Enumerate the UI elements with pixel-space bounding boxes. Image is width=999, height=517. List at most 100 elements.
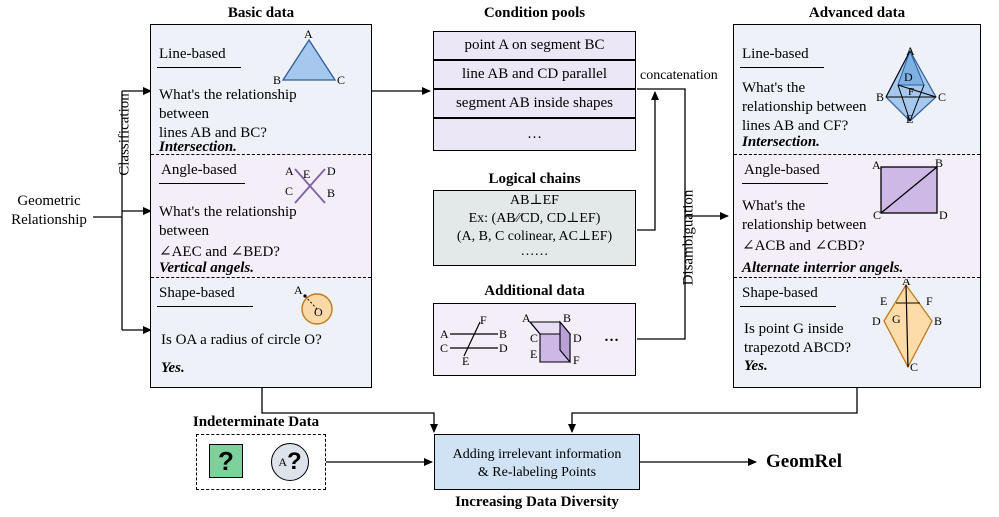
fig-label: E	[303, 167, 310, 181]
fig-label: B	[563, 311, 571, 325]
cube-figure: A B C D E F	[522, 311, 582, 367]
fig-label: C	[285, 184, 293, 198]
fig-label: B	[934, 314, 942, 328]
fig-label: D	[939, 208, 948, 221]
fig-label: D	[327, 164, 336, 178]
chain-line: (A, B, C colinear, AC⊥EF)	[456, 229, 613, 244]
fig-label: D	[904, 70, 913, 84]
crossing-lines-figure: A D E C B	[285, 164, 336, 204]
fig-label: B	[499, 327, 507, 341]
basic-line-tag: Line-based	[159, 46, 226, 62]
fig-label: C	[530, 331, 538, 345]
pyramid-figure: A D B C F E	[876, 45, 946, 125]
concatenation-label: concatenation	[640, 68, 718, 83]
square-figure: A B C D	[872, 159, 948, 221]
indeterminate-panel: ? A?	[196, 434, 326, 490]
pool-item: point A on segment BC	[433, 31, 636, 60]
question-square-icon: ?	[209, 444, 243, 478]
fig-label: B	[876, 90, 884, 104]
advanced-shape-answer: Yes.	[744, 358, 768, 374]
chains-title: Logical chains	[488, 171, 581, 187]
fig-label: A	[304, 28, 313, 41]
advanced-shape-tag-underline	[740, 306, 836, 307]
fig-label: A	[906, 45, 915, 58]
fig-label: D	[499, 341, 508, 355]
basic-angle-tag: Angle-based	[161, 162, 237, 178]
advanced-angle-tag-underline	[742, 183, 828, 184]
basic-panel: Line-based A B C What's the relationship…	[150, 24, 372, 388]
advanced-title: Advanced data	[808, 5, 906, 21]
fig-label: A	[294, 283, 303, 297]
output-label: GeomRel	[766, 451, 842, 472]
disambiguation-label: Disambiguation	[680, 189, 697, 286]
parallel-lines-figure: A B C D F E	[440, 313, 508, 366]
chain-line: AB⊥EF	[510, 193, 559, 208]
advanced-separator-2	[734, 277, 980, 278]
basic-separator-2	[151, 277, 371, 278]
fig-label: E	[462, 354, 469, 366]
chain-line: ……	[520, 244, 549, 259]
basic-angle-answer: Vertical angels.	[159, 260, 255, 276]
pool-item: …	[433, 118, 636, 151]
indeterminate-title: Indeterminate Data	[192, 414, 320, 430]
question-circle-icon: A?	[271, 443, 309, 481]
arrow-basic-diversity	[261, 388, 438, 433]
fig-label: F	[480, 313, 487, 327]
basic-title: Basic data	[227, 5, 295, 21]
fig-label: C	[938, 90, 946, 104]
fig-label: F	[573, 353, 580, 367]
fig-label: E	[530, 347, 537, 361]
fig-label: A	[440, 327, 449, 341]
fig-label: E	[880, 294, 887, 308]
classification-label: Classification	[116, 93, 133, 176]
diversity-box: Adding irrelevant information & Re-label…	[434, 434, 640, 490]
basic-separator-1	[151, 154, 371, 155]
kite-figure: A E F D G B C	[872, 279, 942, 374]
arrow-to-advanced	[637, 88, 729, 220]
fig-label: B	[327, 186, 335, 200]
additional-panel: A B C D F E A B C D E F …	[433, 303, 636, 376]
fig-label: G	[892, 312, 901, 326]
fig-label: C	[873, 208, 881, 221]
basic-line-question: What's the relationship between lines AB…	[159, 87, 297, 141]
fig-label: E	[906, 112, 913, 125]
arrow-advanced-diversity	[568, 388, 858, 433]
fig-label: D	[872, 314, 881, 328]
fig-label: A	[902, 279, 911, 288]
basic-line-answer: Intersection.	[159, 139, 237, 155]
advanced-line-answer: Intersection.	[742, 134, 820, 150]
chain-line: Ex: (AB∕∕CD, CD⊥EF)	[468, 211, 601, 226]
fig-label: A	[872, 159, 881, 172]
fig-label: B	[273, 73, 281, 87]
advanced-angle-tag: Angle-based	[744, 162, 820, 178]
fig-label: C	[910, 360, 918, 374]
basic-angle-question: What's the relationship between ∠AEC and…	[159, 204, 297, 260]
advanced-line-question: What's the relationship between lines AB…	[742, 80, 867, 134]
fig-label: A	[285, 164, 294, 178]
fig-label: F	[908, 86, 914, 98]
pool-item: segment AB inside shapes	[433, 89, 636, 118]
additional-title: Additional data	[484, 283, 585, 299]
fig-label: C	[440, 341, 448, 355]
fig-label: O	[314, 305, 323, 319]
basic-angle-bg	[151, 155, 371, 277]
basic-shape-tag: Shape-based	[159, 285, 235, 301]
advanced-line-tag-underline	[740, 67, 824, 68]
fig-label: D	[573, 331, 582, 345]
basic-shape-question: Is OA a radius of circle O?	[161, 332, 322, 348]
basic-shape-answer: Yes.	[161, 360, 185, 376]
connector-additional	[637, 216, 686, 340]
fig-label: F	[926, 294, 933, 308]
diversity-line: & Re-labeling Points	[477, 465, 597, 480]
chains-panel: AB⊥EF Ex: (AB∕∕CD, CD⊥EF) (A, B, C colin…	[433, 190, 636, 266]
circle-figure: A O	[294, 283, 333, 325]
diversity-caption: Increasing Data Diversity	[455, 494, 619, 510]
arrow-chains-concat	[637, 91, 659, 231]
advanced-angle-question: What's the relationship between ∠ACB and…	[742, 198, 867, 254]
advanced-panel: Line-based A D B C F E What's the relati…	[733, 24, 981, 388]
basic-angle-tag-underline	[159, 183, 245, 184]
advanced-angle-answer: Alternate interrior angels.	[742, 260, 904, 276]
advanced-separator-1	[734, 154, 980, 155]
